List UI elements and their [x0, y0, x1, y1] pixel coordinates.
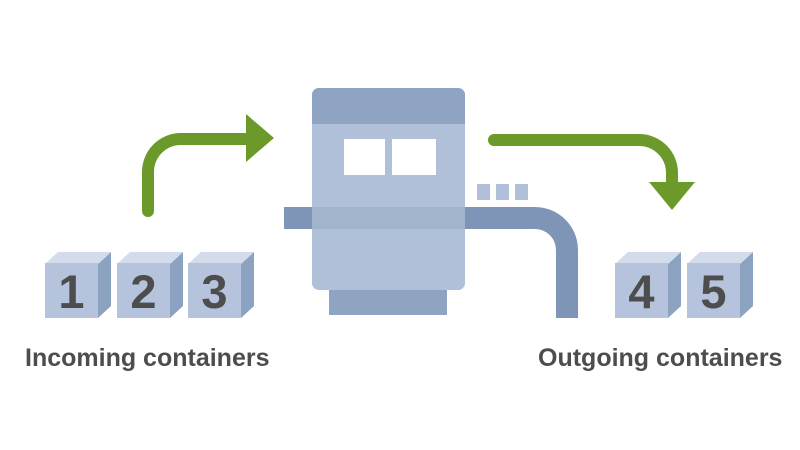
box-side-face — [170, 252, 183, 318]
machine-window-right — [392, 139, 436, 175]
machine-window-left — [344, 139, 385, 175]
box-side-face — [740, 252, 753, 318]
container-number: 5 — [700, 265, 727, 318]
box-top-face — [687, 252, 753, 264]
conveyor-inlet — [284, 207, 314, 229]
indicator-lights — [477, 184, 528, 200]
processing-machine-icon — [284, 88, 578, 318]
incoming-containers-label: Incoming containers — [25, 344, 270, 372]
incoming-container-box: 3 — [188, 252, 254, 318]
outgoing-container-box: 5 — [687, 252, 753, 318]
curved-arrow-down-icon — [488, 134, 695, 210]
output-chute — [460, 207, 578, 318]
container-number: 3 — [201, 265, 228, 318]
container-number: 1 — [58, 265, 85, 318]
outgoing-containers-label: Outgoing containers — [538, 344, 783, 372]
machine-header — [312, 88, 465, 124]
box-front-face: 4 — [615, 263, 668, 318]
container-number: 2 — [130, 265, 157, 318]
box-top-face — [188, 252, 254, 264]
box-side-face — [668, 252, 681, 318]
box-front-face: 3 — [188, 263, 241, 318]
machine-body — [312, 88, 465, 290]
outgoing-container-box: 4 — [615, 252, 681, 318]
box-front-face: 1 — [45, 263, 98, 318]
box-top-face — [117, 252, 183, 264]
curved-arrow-right-icon — [142, 114, 274, 217]
box-side-face — [241, 252, 254, 318]
box-side-face — [98, 252, 111, 318]
conveyor-belt — [312, 207, 465, 229]
box-front-face: 5 — [687, 263, 740, 318]
container-number: 4 — [628, 265, 655, 318]
machine-base — [329, 290, 447, 315]
box-top-face — [615, 252, 681, 264]
incoming-container-box: 2 — [117, 252, 183, 318]
box-top-face — [45, 252, 111, 264]
box-front-face: 2 — [117, 263, 170, 318]
incoming-container-box: 1 — [45, 252, 111, 318]
